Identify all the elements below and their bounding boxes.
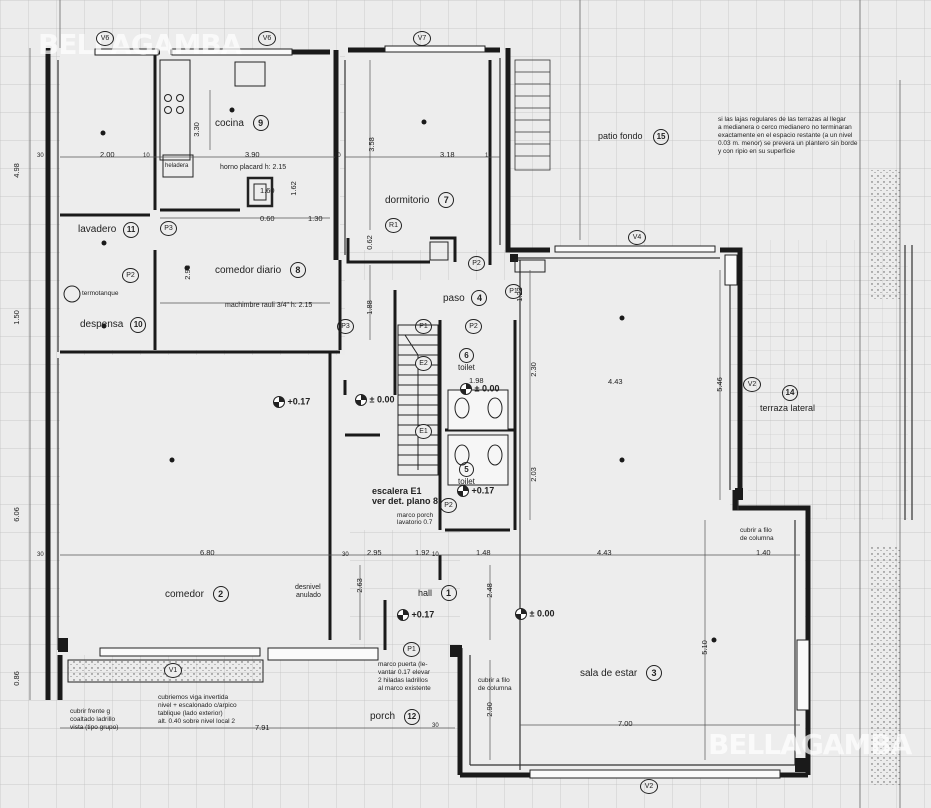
windows bbox=[94, 45, 810, 779]
interior-walls bbox=[60, 55, 517, 650]
exterior-stair bbox=[514, 59, 551, 171]
kitchen-fixtures bbox=[159, 59, 274, 208]
columns bbox=[58, 254, 807, 772]
light-points bbox=[100, 107, 717, 643]
dimension-lines bbox=[29, 0, 901, 808]
interior-floor bbox=[60, 50, 805, 775]
wall-double-lines bbox=[57, 58, 913, 770]
bath-fixtures bbox=[63, 241, 509, 486]
